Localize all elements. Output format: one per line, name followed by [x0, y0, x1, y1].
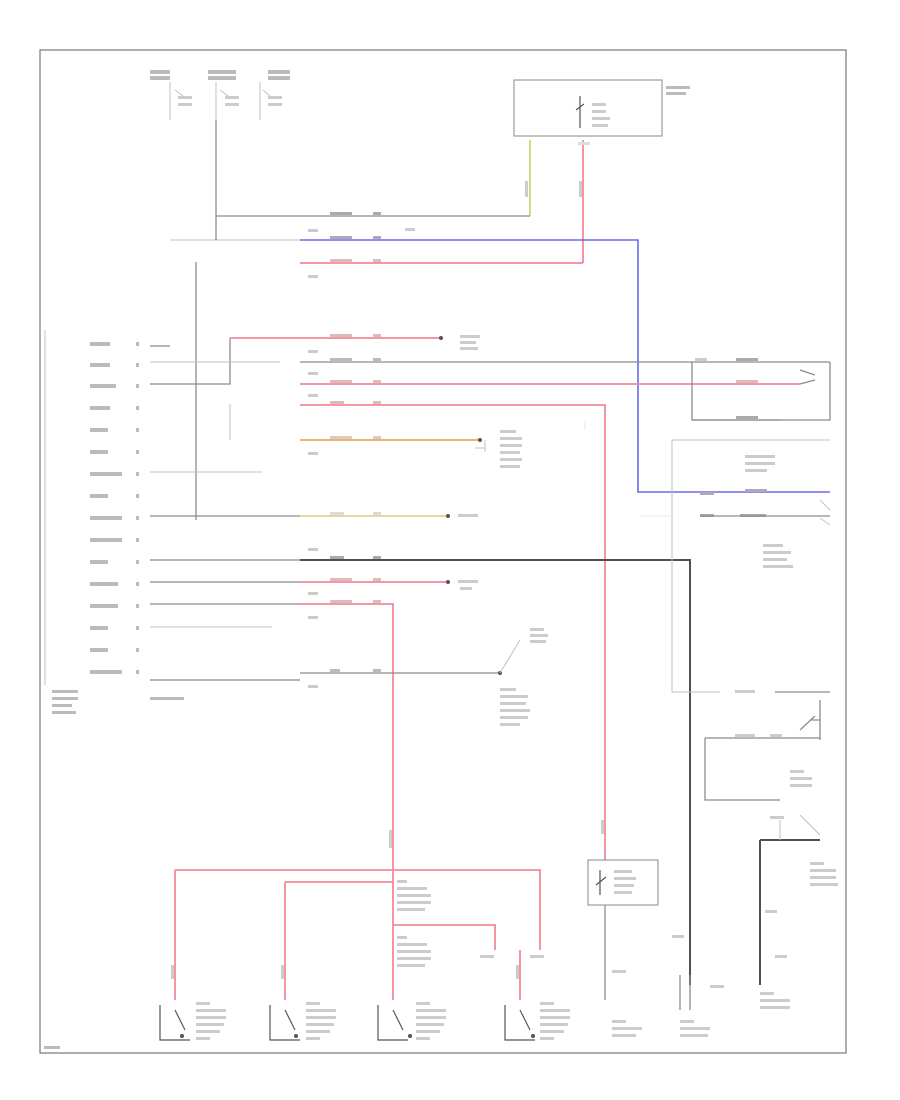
right-switch-4-detail — [779, 814, 821, 840]
right-switch-3 — [704, 691, 830, 801]
door-switches — [159, 1005, 535, 1041]
left-module-pin-labels — [52, 342, 184, 714]
pink-branch-4 — [393, 924, 496, 950]
module-internal-switch — [575, 96, 585, 128]
relay-labels — [614, 870, 636, 894]
wire-pin-12-pink — [300, 603, 394, 870]
right-switch-1-labels — [695, 358, 793, 568]
wire-pin-16 — [150, 672, 500, 681]
door-switch-labels — [171, 181, 604, 1040]
relay-internals — [595, 870, 607, 895]
relay-output — [604, 905, 691, 1010]
top-right-module-box — [513, 79, 663, 137]
wire-pin-1 — [150, 338, 231, 385]
fuse-block-labels — [150, 70, 290, 106]
pink-distribution-top — [175, 869, 541, 950]
bottom-label-block — [397, 880, 544, 967]
top-wire-labels — [308, 212, 415, 278]
wire-dark-ground — [300, 559, 691, 985]
blue-wire-top — [300, 239, 830, 493]
run-labels — [308, 334, 548, 726]
small-dash-connector — [475, 440, 521, 674]
top-right-module-labels — [592, 86, 690, 127]
pink-branch-2 — [284, 881, 393, 1000]
relay-bottom-labels — [612, 935, 724, 1037]
wire-pin-4-pink — [300, 404, 606, 860]
right-switch-2 — [671, 439, 831, 693]
guide-line — [584, 420, 672, 517]
right-switch-4 — [759, 839, 820, 985]
fuse-feed-wires — [169, 82, 271, 120]
right-switch-1-box — [691, 362, 831, 421]
left-module-pin-numbers — [136, 342, 139, 674]
right-switch-3-labels — [735, 690, 812, 787]
corner-code — [44, 1046, 60, 1049]
relay-box — [587, 859, 659, 906]
diagram-frame — [39, 49, 847, 1054]
right-switch-4-labels — [760, 816, 838, 1009]
